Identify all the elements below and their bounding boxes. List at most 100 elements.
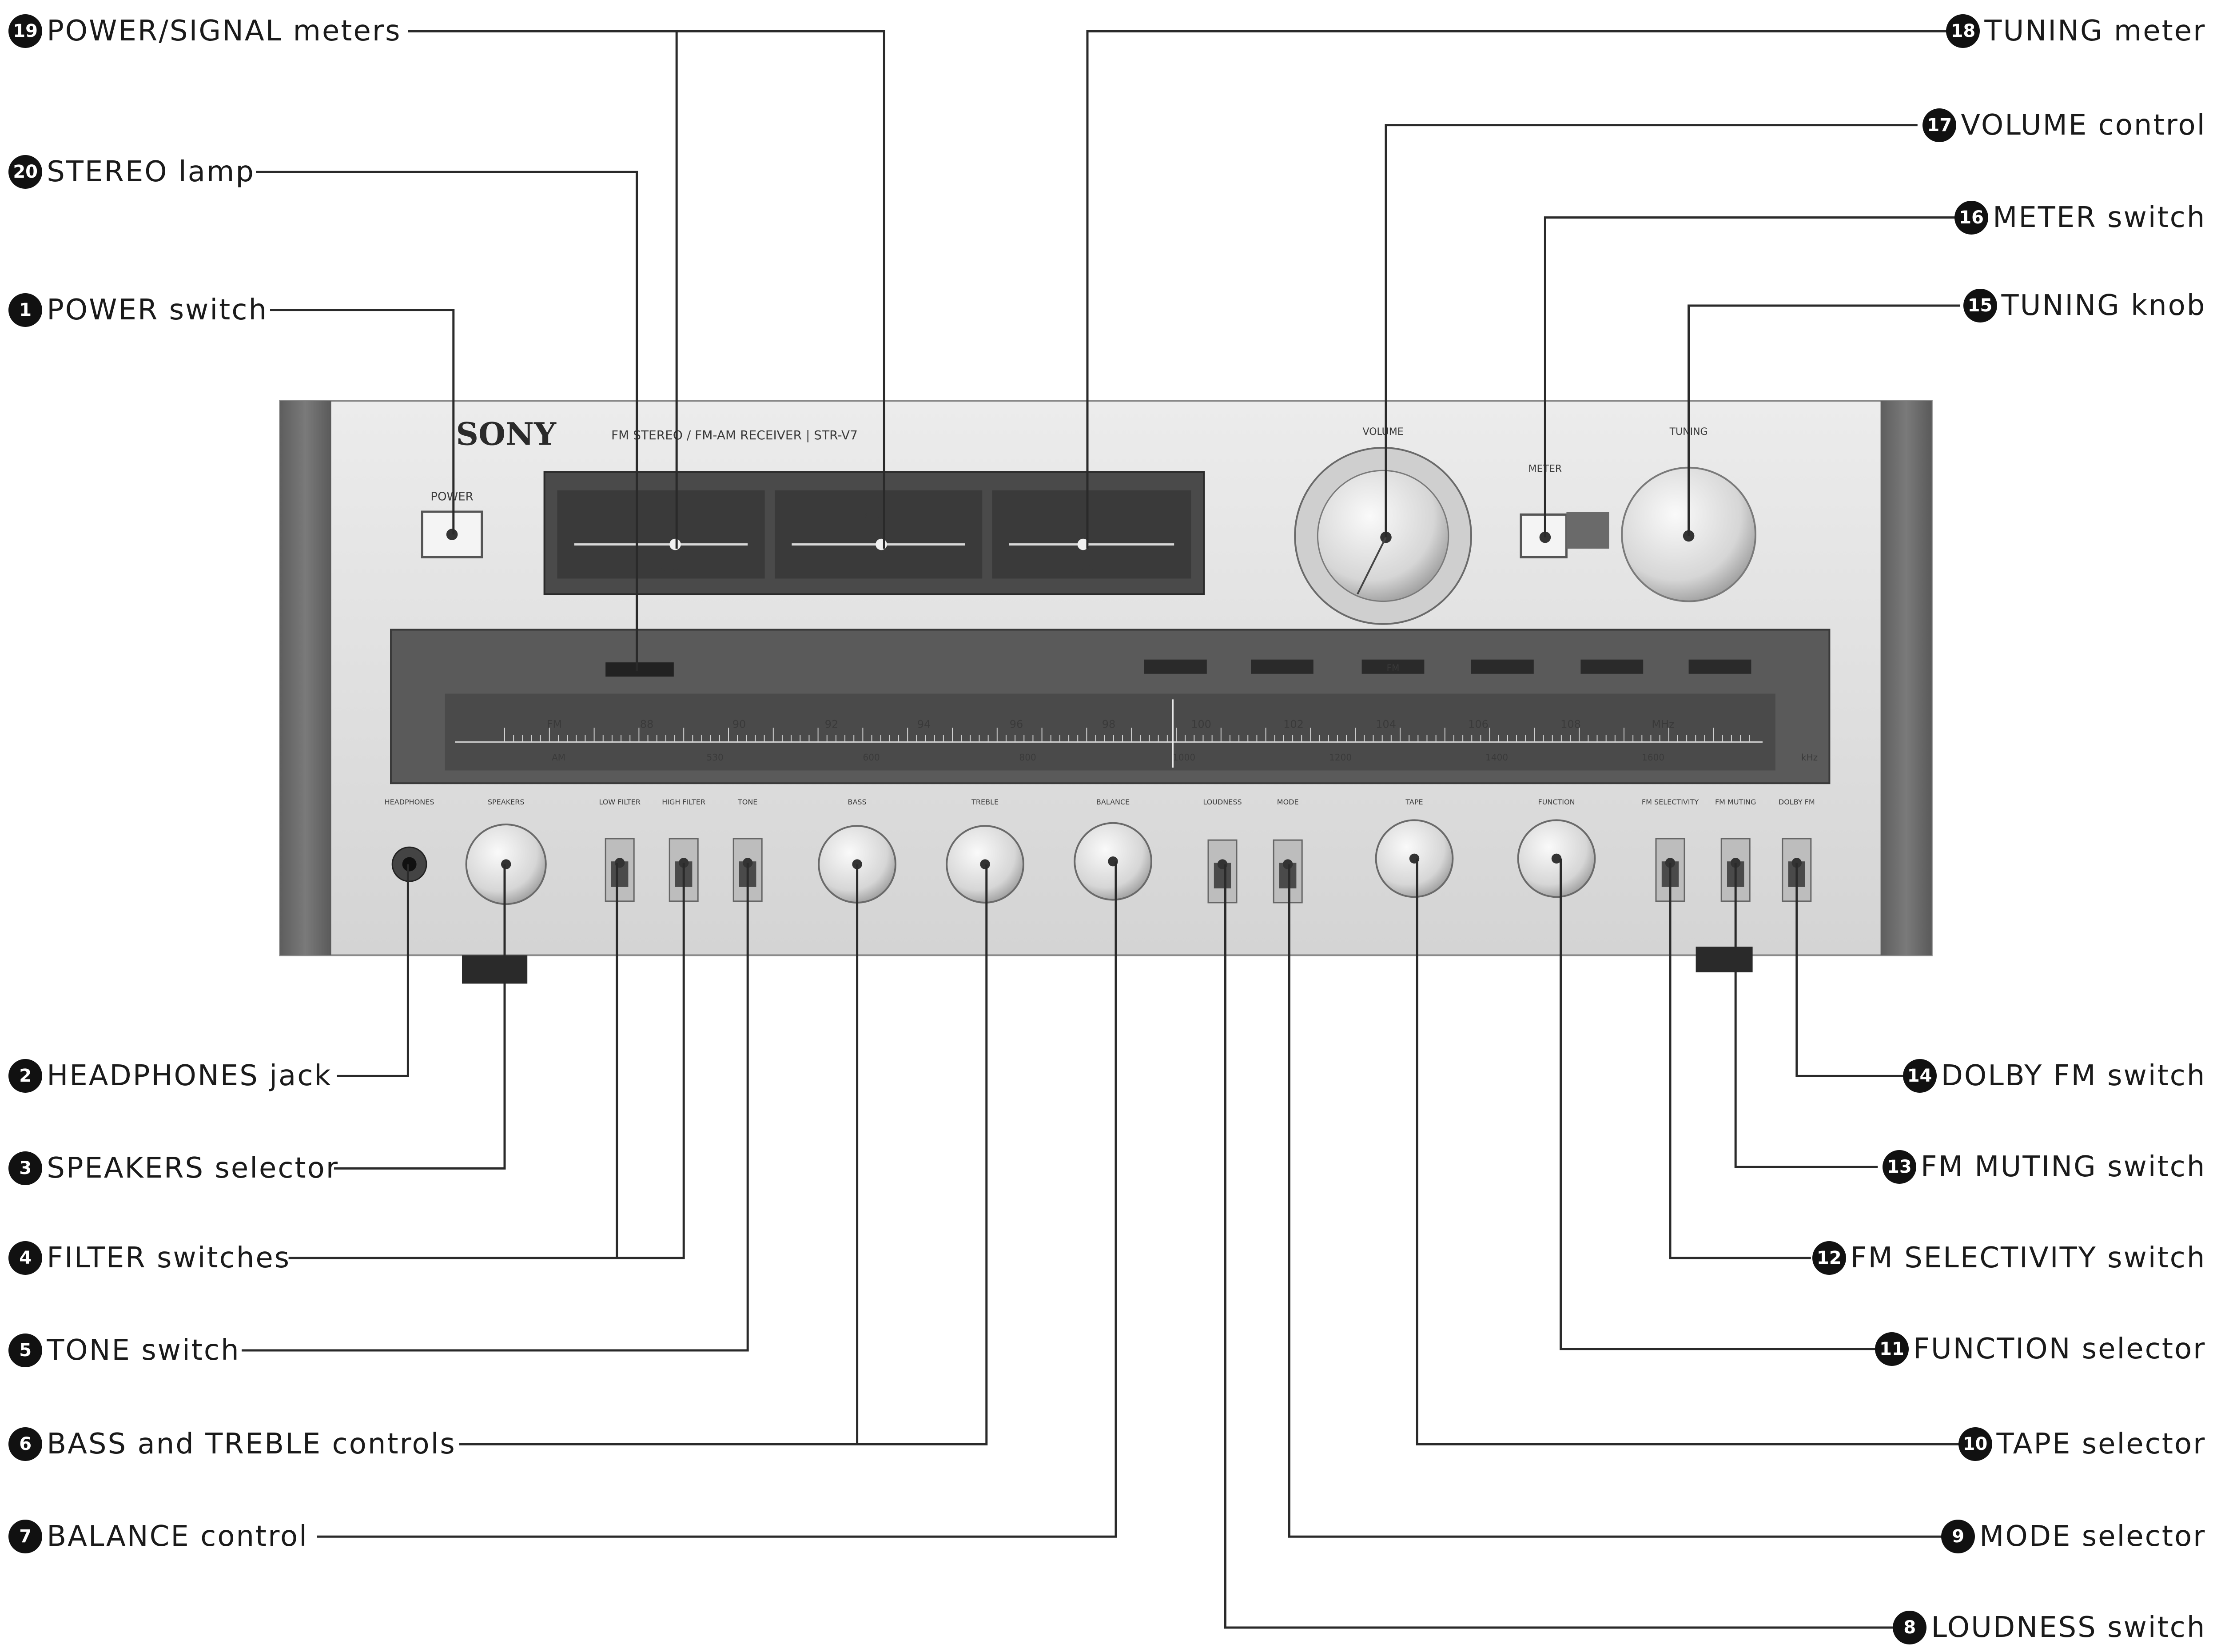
callout-text: METER switch [1993, 201, 2206, 234]
right-side-panel [1880, 401, 1932, 955]
callout-text: DOLBY FM switch [1941, 1059, 2206, 1093]
control-label-11: FUNCTION [1538, 798, 1575, 806]
volume-knob-pointer [1357, 537, 1387, 595]
callout-text: HEADPHONES jack [47, 1059, 332, 1093]
callout-number: 14 [1903, 1059, 1937, 1093]
callout-number: 10 [1958, 1427, 1992, 1461]
callout-number: 17 [1922, 108, 1957, 142]
control-label-2: LOW FILTER [599, 798, 640, 806]
callout-text: LOUDNESS switch [1931, 1611, 2206, 1644]
left-side-panel [280, 401, 331, 955]
signal-meter [775, 490, 983, 579]
leader-line-22 [1224, 864, 1898, 1629]
am-scale-label: 600 [863, 752, 880, 763]
callout-number: 16 [1954, 200, 1989, 235]
leader-line-9 [334, 864, 506, 1170]
control-label-14: DOLBY FM [1779, 798, 1815, 806]
control-label-4: TONE [737, 798, 757, 806]
leader-line-12 [242, 863, 749, 1352]
leader-line-19 [1560, 858, 1878, 1350]
callout-number: 15 [1963, 289, 1997, 322]
callout-text: TUNING meter [1984, 15, 2206, 48]
mode-switch-dot [1283, 859, 1293, 869]
control-label-9: MODE [1277, 798, 1299, 806]
model-line: FM STEREO / FM-AM RECEIVER | STR-V7 [611, 428, 858, 442]
callout-text: STEREO lamp [47, 155, 255, 189]
tuning-meter [992, 490, 1191, 579]
callout-text: VOLUME control [1961, 108, 2206, 142]
leader-line-18 [1669, 863, 1811, 1259]
fm-scale-label: 108 [1560, 718, 1581, 730]
signal-meter-title: SIGNAL [865, 510, 898, 521]
callout-number: 5 [8, 1334, 43, 1367]
control-label-1: SPEAKERS [488, 798, 525, 806]
callout-number: 2 [8, 1059, 43, 1093]
dial-scale-area [445, 693, 1775, 771]
callout-number: 11 [1875, 1332, 1909, 1366]
am-scale-label: 1000 [1173, 752, 1195, 763]
control-label-3: HIGH FILTER [662, 798, 705, 806]
control-label-12: FM SELECTIVITY [1642, 798, 1699, 806]
dial-indicator-2 [1471, 659, 1534, 674]
control-label-10: TAPE [1405, 798, 1423, 806]
callout-number: 18 [1946, 14, 1980, 48]
callout-text: TUNING knob [2001, 289, 2206, 322]
power-switch-label: POWER [430, 490, 473, 503]
headphones-jack-hole [402, 857, 417, 872]
callout-text: FM MUTING switch [1920, 1150, 2206, 1184]
am-scale-label: 1600 [1642, 752, 1664, 763]
leader-line-17 [1734, 863, 1878, 1168]
fm-scale-label: 92 [825, 718, 839, 730]
leader-line-10 [288, 863, 685, 1259]
power-button-dot [446, 529, 458, 540]
fm-scale-label: 94 [917, 718, 931, 730]
function-selector-knob-center [1551, 853, 1562, 864]
meter-switch-body [1566, 512, 1609, 549]
speakers-selector-knob-center [501, 859, 511, 869]
callout-number: 13 [1882, 1150, 1916, 1184]
callout-text: MODE selector [1979, 1520, 2206, 1553]
control-label-6: TREBLE [971, 798, 999, 806]
leader-line-16 [1795, 863, 1909, 1077]
callout-text: TAPE selector [1996, 1428, 2206, 1461]
callout-text: FILTER switches [47, 1242, 291, 1274]
callout-text: FM SELECTIVITY switch [1850, 1242, 2206, 1274]
leader-line-1 [677, 30, 885, 549]
leader-line-3 [270, 309, 455, 535]
am-scale-label: kHz [1801, 752, 1818, 763]
stereo-lamp [605, 662, 674, 677]
power-meter-label: POWER [657, 563, 693, 574]
fm-scale-label: 106 [1468, 718, 1489, 730]
control-label-0: HEADPHONES [385, 798, 434, 806]
power-meter-needle-pivot [669, 538, 681, 550]
control-label-5: BASS [848, 798, 866, 806]
control-label-7: BALANCE [1096, 798, 1130, 806]
tuning-meter-label: TUNING [1063, 563, 1102, 574]
fm-indicator-label: FM [1387, 662, 1400, 673]
leader-line-4 [1086, 30, 1949, 549]
fm-scale-label: 104 [1376, 718, 1396, 730]
am-scale-label: 530 [707, 752, 724, 763]
dial-indicator-4 [1688, 659, 1751, 674]
callout-text: FUNCTION selector [1913, 1332, 2206, 1365]
leader-line-13 [459, 864, 988, 1445]
signal-meter-needle-pivot [876, 538, 887, 550]
am-scale-label: 800 [1019, 752, 1036, 763]
brand-logo: SONY [456, 416, 557, 453]
fm-scale-label: MHz [1652, 718, 1674, 730]
leader-line-2 [256, 171, 638, 671]
